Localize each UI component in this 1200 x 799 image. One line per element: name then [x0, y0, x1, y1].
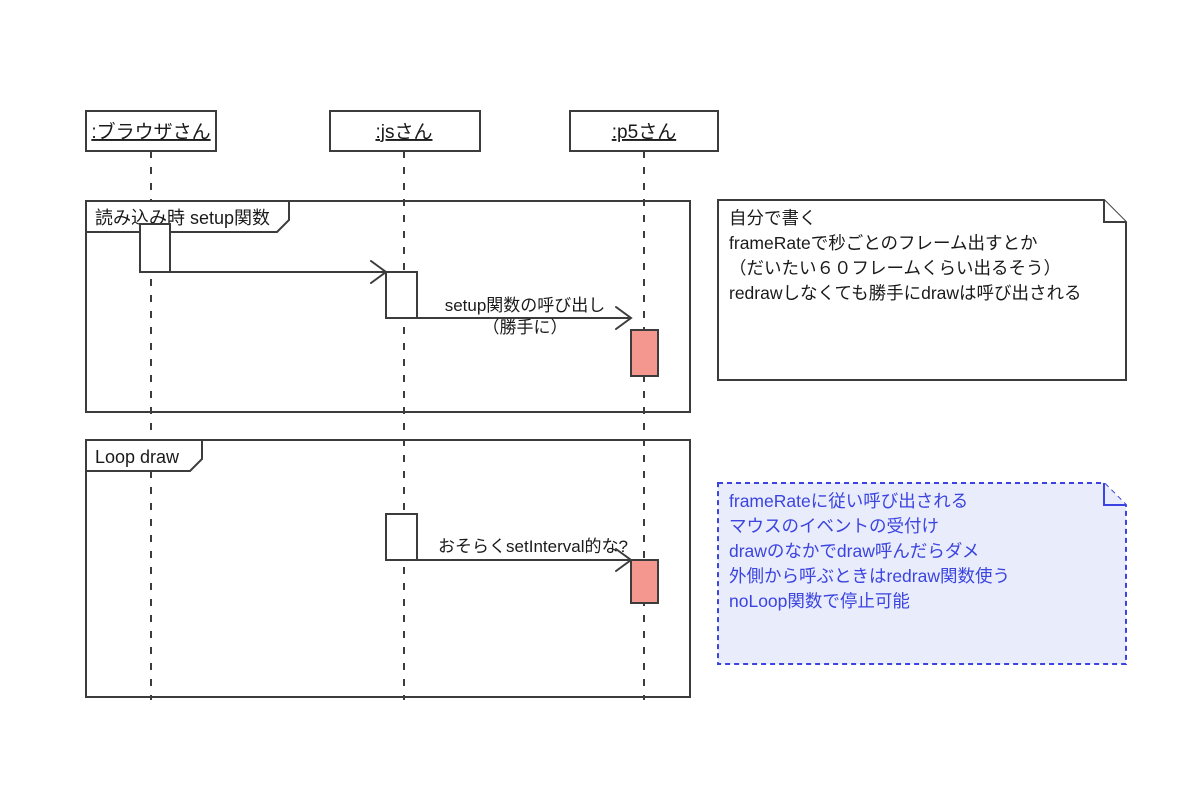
note-line: drawのなかでdraw呼んだらダメ [729, 541, 979, 561]
message-js-to-p5-setup[interactable]: setup関数の呼び出し （勝手に） [417, 296, 633, 337]
note-line: redrawしなくても勝手にdrawは呼び出される [729, 283, 1082, 303]
message-browser-to-js[interactable] [170, 260, 388, 284]
activation-bar-js-loop[interactable] [385, 513, 418, 561]
arrowhead-icon [615, 306, 633, 330]
note-fold-icon [1103, 483, 1126, 506]
note-line: マウスのイベントの受付け [729, 516, 939, 536]
activation-bar-js-setup[interactable] [385, 271, 418, 319]
messages-layer: setup関数の呼び出し （勝手に） おそらくsetInterval的な? [170, 260, 633, 572]
note-line: frameRateで秒ごとのフレーム出すとか [729, 233, 1038, 253]
note-note-setup[interactable]: 自分で書く frameRateで秒ごとのフレーム出すとか （だいたい６０フレームくら… [717, 199, 1127, 381]
lifeline-header-box[interactable] [85, 110, 217, 152]
message-label: setup関数の呼び出し [445, 296, 606, 315]
fragment-border [85, 200, 691, 413]
fragment-frame-loop[interactable]: Loop draw [85, 439, 691, 698]
lifeline-js[interactable]: :jsさん [329, 110, 481, 700]
note-line: frameRateに従い呼び出される [729, 491, 968, 511]
fragments-layer: 読み込み時 setup関数 Loop draw [85, 200, 691, 698]
message-label-secondary: （勝手に） [483, 318, 568, 337]
lifeline-header-box[interactable] [329, 110, 481, 152]
fragment-tab [85, 200, 290, 233]
notes-layer: 自分で書く frameRateで秒ごとのフレーム出すとか （だいたい６０フレームくら… [717, 199, 1127, 665]
activation-bar-browser-setup[interactable] [139, 223, 171, 273]
activation-bar-p5-setup[interactable] [630, 329, 659, 377]
lifeline-p5[interactable]: :p5さん [569, 110, 719, 700]
note-body [717, 199, 1127, 381]
fragment-frame-setup[interactable]: 読み込み時 setup関数 [85, 200, 691, 413]
activation-bar-p5-loop[interactable] [630, 559, 659, 604]
fragment-border [85, 439, 691, 698]
note-body [717, 482, 1127, 665]
note-line: 外側から呼ぶときはredraw関数使う [729, 566, 1010, 586]
note-fold-icon [1103, 200, 1126, 223]
fragment-label: Loop draw [95, 447, 180, 467]
message-js-to-p5-draw[interactable]: おそらくsetInterval的な? [417, 537, 633, 572]
note-line: noLoop関数で停止可能 [729, 591, 910, 611]
lifeline-label: :ブラウザさん [91, 120, 210, 143]
lifeline-label: :p5さん [612, 122, 676, 143]
note-line: 自分で書く [729, 208, 817, 228]
message-label: おそらくsetInterval的な? [438, 537, 628, 556]
fragment-tab [85, 439, 203, 472]
lifeline-label: :jsさん [375, 122, 432, 143]
activations-layer [139, 223, 659, 604]
fragment-label: 読み込み時 setup関数 [95, 208, 270, 228]
note-line: （だいたい６０フレームくらい出るそう） [729, 258, 1061, 278]
lifelines-layer: :ブラウザさん :jsさん :p5さん [85, 110, 719, 700]
lifeline-browser[interactable]: :ブラウザさん [85, 110, 217, 700]
